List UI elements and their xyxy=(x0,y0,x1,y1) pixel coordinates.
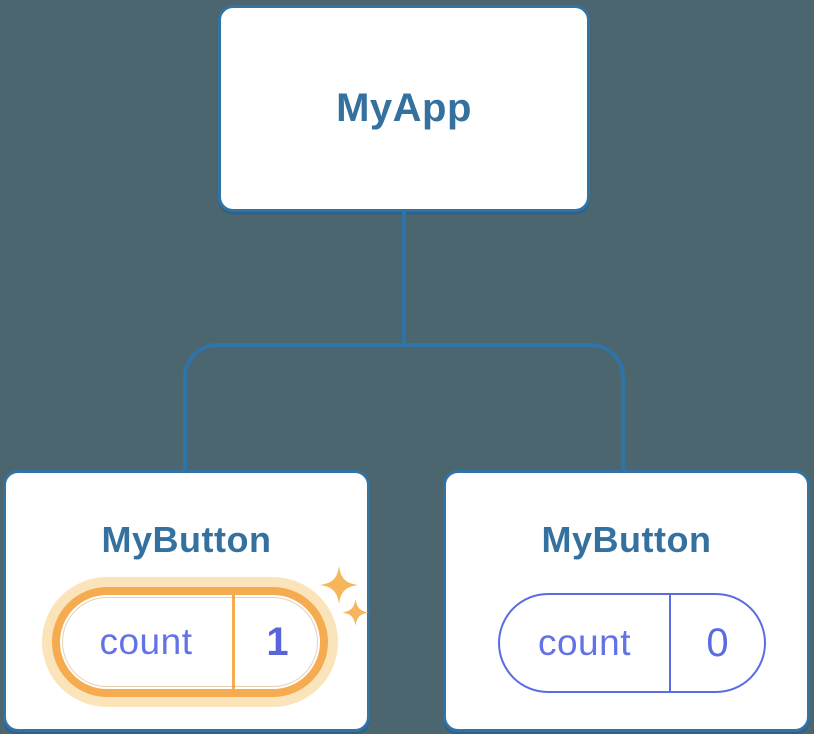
tree-edge-branch xyxy=(183,343,625,471)
node-mybutton-left: MyButton count 1 xyxy=(3,470,370,732)
state-value-cell: 0 xyxy=(671,595,764,691)
state-name-cell: count xyxy=(500,595,671,691)
sparkle-icon xyxy=(342,599,369,626)
state-name-cell: count xyxy=(60,595,235,689)
tree-edge-stem xyxy=(402,211,406,346)
node-myapp: MyApp xyxy=(218,5,590,212)
node-mybutton-left-label: MyButton xyxy=(101,519,272,560)
node-mybutton-right: MyButton count 0 xyxy=(443,470,810,732)
state-value-cell: 1 xyxy=(235,595,320,689)
state-name-label: count xyxy=(537,622,631,663)
state-pill: count 0 xyxy=(498,593,766,693)
node-mybutton-right-label: MyButton xyxy=(541,519,712,560)
state-value: 1 xyxy=(266,619,289,664)
node-myapp-label: MyApp xyxy=(336,86,472,130)
state-name-label: count xyxy=(99,621,193,662)
state-pill-highlighted: count 1 xyxy=(52,587,328,697)
sparkle-icon xyxy=(320,566,358,604)
state-value: 0 xyxy=(706,620,729,665)
